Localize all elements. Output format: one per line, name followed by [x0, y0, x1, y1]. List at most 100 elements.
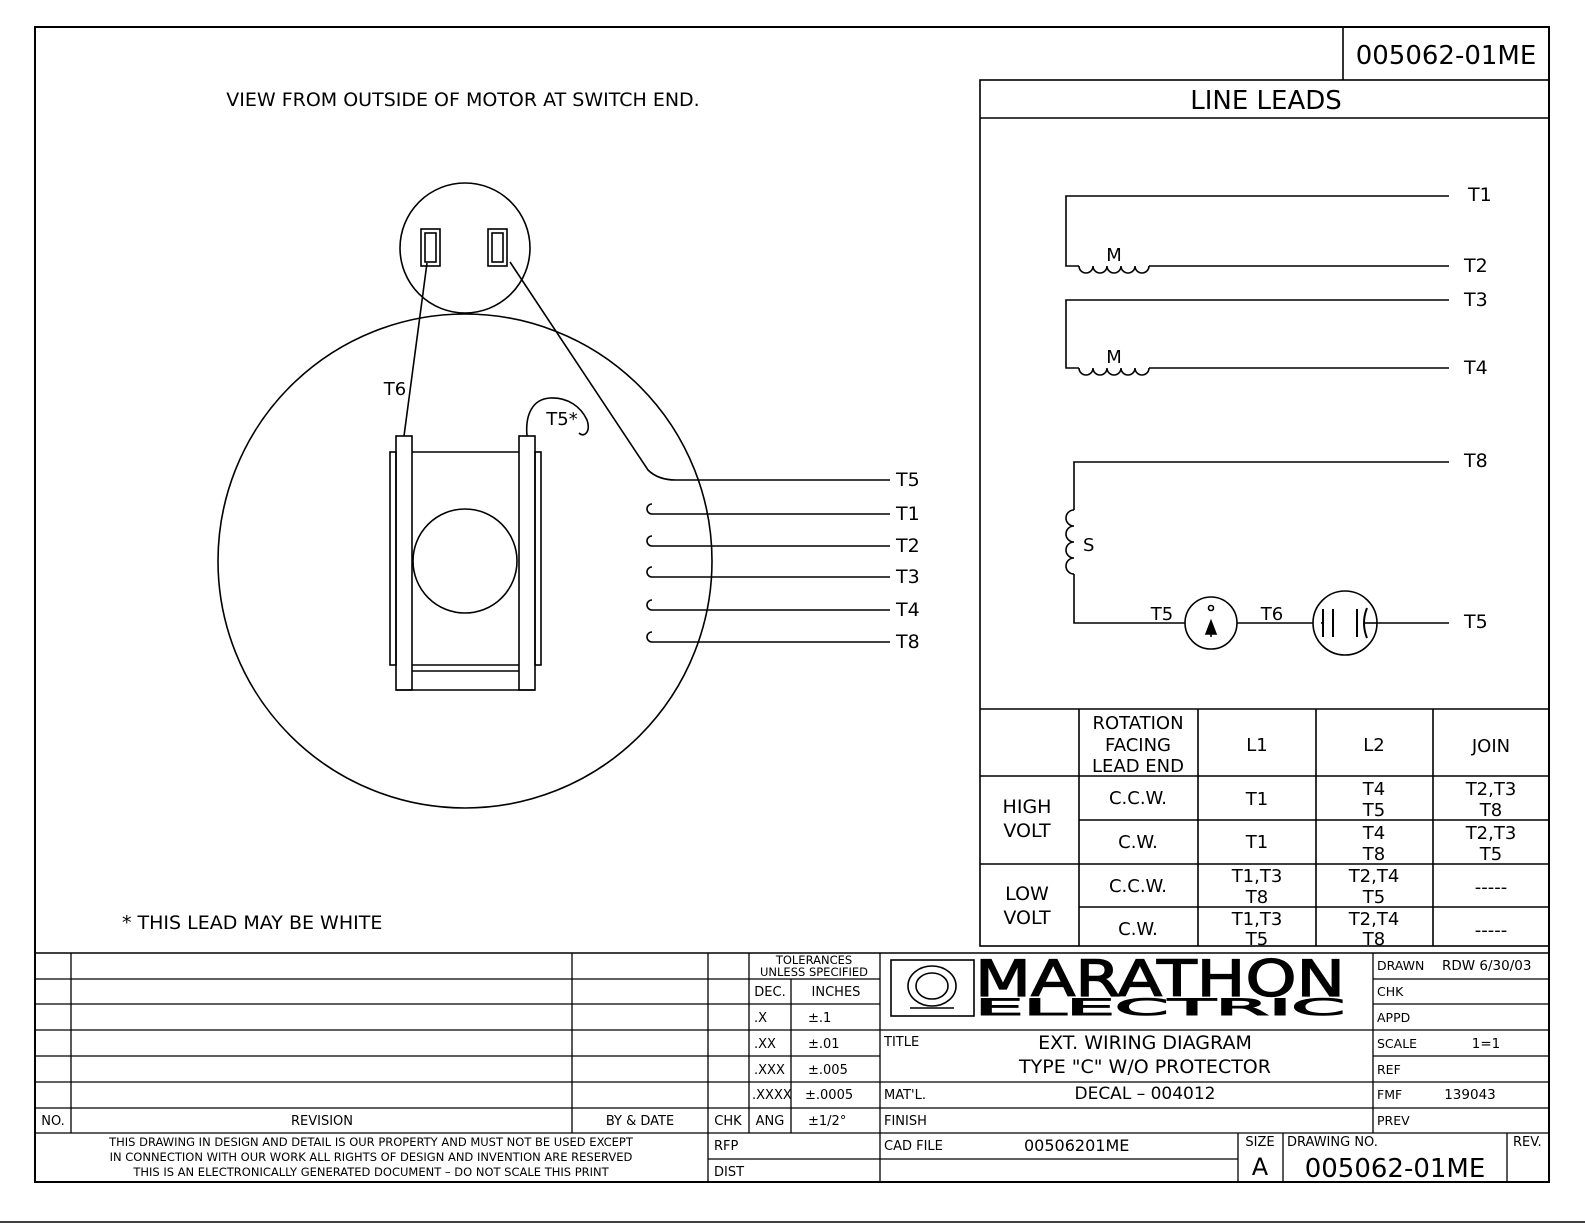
line-leads-title: LINE LEADS	[1190, 86, 1342, 116]
main-winding-2: M	[1065, 299, 1449, 376]
terminal-right	[487, 228, 508, 267]
scale-value: 1=1	[1472, 1036, 1501, 1052]
row-lv-ccw-l2-b: T5	[1362, 887, 1385, 908]
lead-t5-star-label: T5*	[545, 409, 577, 430]
tol-row-2-key: .XX	[754, 1037, 776, 1052]
dist-label: DIST	[714, 1165, 744, 1180]
main-winding-1: M	[1065, 195, 1449, 274]
rev-revision-header: REVISION	[291, 1114, 353, 1129]
tol-row-2-value: ±.01	[808, 1037, 840, 1052]
title-label: TITLE	[883, 1035, 919, 1050]
row-lv-ccw-join: -----	[1475, 877, 1507, 898]
inline-t6-label: T6	[1260, 604, 1283, 625]
main-winding-2-label: M	[1106, 347, 1122, 368]
scale-label: SCALE	[1377, 1036, 1417, 1051]
fmf-value: 139043	[1444, 1087, 1496, 1103]
row-lv-ccw-rotation: C.C.W.	[1109, 876, 1167, 897]
row-lv-cw-l2-b: T8	[1362, 929, 1385, 950]
motor-lead-t8: T8	[895, 631, 920, 653]
row-lv-cw-l1-a: T1,T3	[1231, 909, 1283, 930]
row-hv-cw-join-b: T5	[1479, 844, 1502, 865]
row-lv-cw-rotation: C.W.	[1118, 919, 1158, 940]
group-low-volt-2: VOLT	[1003, 907, 1051, 929]
tol-inches-header: INCHES	[812, 985, 861, 1000]
matl-label: MAT'L.	[884, 1088, 926, 1103]
motor-lead-t4: T4	[895, 599, 920, 621]
logo-sub: ELECTRIC	[975, 996, 1345, 1021]
drawn-label: DRAWN	[1377, 958, 1424, 973]
lead-t5-star-wire	[525, 397, 589, 437]
row-hv-cw-l1: T1	[1245, 832, 1268, 853]
rev-no-header: NO.	[41, 1114, 65, 1129]
notice-line-3: THIS IS AN ELECTRONICALLY GENERATED DOCU…	[132, 1165, 609, 1179]
rev-label: REV.	[1513, 1135, 1542, 1150]
header-rotation-3: LEAD END	[1092, 756, 1184, 777]
motor-lead-t3: T3	[895, 566, 920, 588]
row-hv-ccw-join-b: T8	[1479, 800, 1502, 821]
tol-dec-header: DEC.	[754, 985, 785, 1000]
switch-bracket-right	[518, 435, 536, 691]
motor-external-leads	[646, 503, 890, 643]
motor-lead-t5: T5	[895, 469, 920, 491]
line-lead-t2: T2	[1463, 255, 1488, 277]
tol-row-5-key: ANG	[756, 1114, 785, 1129]
rev-bydate-header: BY & DATE	[606, 1114, 674, 1129]
cadfile-label: CAD FILE	[884, 1139, 943, 1154]
motor-outline	[217, 313, 713, 809]
header-l2: L2	[1363, 735, 1384, 756]
main-winding-1-label: M	[1106, 245, 1122, 266]
start-winding-label: S	[1083, 535, 1094, 556]
tol-row-5-value: ±1/2°	[808, 1114, 846, 1129]
marathon-logo: MARATHON ELECTRIC	[890, 949, 1346, 1022]
drawing-no-label: DRAWING NO.	[1287, 1135, 1378, 1150]
row-hv-cw-join-a: T2,T3	[1465, 823, 1517, 844]
finish-label: FINISH	[884, 1114, 927, 1129]
row-hv-cw-l2-b: T8	[1362, 844, 1385, 865]
logo-brand: MARATHON	[975, 950, 1345, 1008]
size-label: SIZE	[1245, 1135, 1274, 1150]
group-low-volt-1: LOW	[1005, 883, 1049, 905]
row-hv-cw-rotation: C.W.	[1118, 832, 1158, 853]
notice-line-2: IN CONNECTION WITH OUR WORK ALL RIGHTS O…	[110, 1150, 633, 1164]
row-hv-cw-l2-a: T4	[1362, 823, 1385, 844]
row-hv-ccw-l1: T1	[1245, 789, 1268, 810]
row-lv-cw-l2-a: T2,T4	[1348, 909, 1400, 930]
chk-label: CHK	[1377, 984, 1404, 999]
motor-end-view: T6 T5*	[217, 182, 890, 809]
line-lead-t8: T8	[1463, 450, 1488, 472]
omega-icon	[907, 965, 957, 1007]
matl-value: DECAL – 004012	[1074, 1084, 1215, 1104]
row-lv-cw-join: -----	[1475, 920, 1507, 941]
group-high-volt-1: HIGH	[1003, 796, 1052, 818]
start-winding-circuit: S T5 T6	[1065, 461, 1449, 656]
header-rotation-1: ROTATION	[1092, 713, 1183, 734]
row-hv-ccw-rotation: C.C.W.	[1109, 788, 1167, 809]
tolerances-header-2: UNLESS SPECIFIED	[760, 965, 868, 979]
header-join: JOIN	[1471, 736, 1510, 757]
tol-row-4-value: ±.0005	[805, 1088, 853, 1103]
row-hv-ccw-l2-b: T5	[1362, 800, 1385, 821]
line-leads-panel	[979, 79, 1550, 947]
lead-t6-label: T6	[383, 379, 406, 400]
cadfile-value: 00506201ME	[1024, 1136, 1129, 1155]
fmf-label: FMF	[1377, 1087, 1402, 1102]
rev-chk-header: CHK	[714, 1114, 742, 1129]
title-line-1: EXT. WIRING DIAGRAM	[1038, 1032, 1252, 1054]
row-lv-ccw-l1-a: T1,T3	[1231, 866, 1283, 887]
tolerances-header-1: TOLERANCES	[775, 953, 852, 967]
drawing-no-value: 005062-01ME	[1305, 1154, 1486, 1184]
row-hv-ccw-l2-a: T4	[1362, 779, 1385, 800]
drawing-number-top: 005062-01ME	[1356, 41, 1537, 71]
lead-t5-wire	[509, 261, 890, 481]
header-l1: L1	[1246, 735, 1267, 756]
switch-bracket-left	[395, 435, 413, 691]
appd-label: APPD	[1377, 1010, 1410, 1025]
footnote: * THIS LEAD MAY BE WHITE	[122, 912, 382, 934]
line-lead-t3: T3	[1463, 289, 1488, 311]
line-lead-t4: T4	[1463, 357, 1488, 379]
terminal-left	[420, 228, 441, 267]
line-lead-t1: T1	[1467, 184, 1492, 206]
notice-line-1: THIS DRAWING IN DESIGN AND DETAIL IS OUR…	[108, 1135, 634, 1149]
group-high-volt-2: VOLT	[1003, 820, 1051, 842]
